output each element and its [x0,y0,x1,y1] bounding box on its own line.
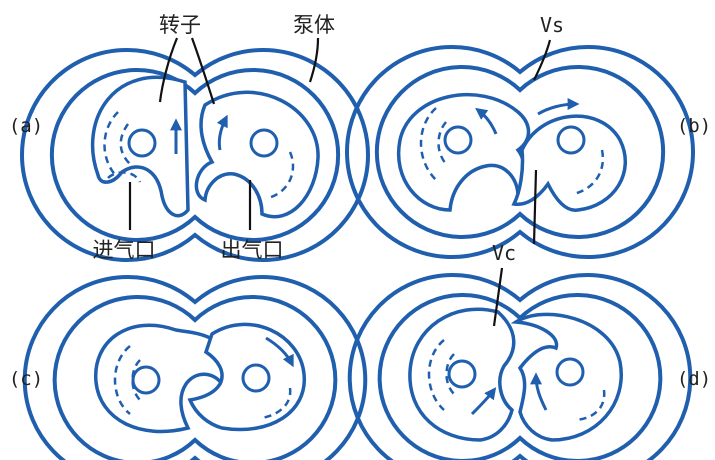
outlet-label: 出气口 [221,238,284,262]
pump-body-outline [344,45,696,259]
left-rotor-hub [443,125,473,155]
left-rotor-hidden-edge-inner [131,359,141,401]
vc-label: Vc [492,241,516,265]
left-rotor-hidden-edge [419,107,437,181]
left-rotor-hidden-edge [113,345,131,415]
panel-label-c: (c) [9,368,43,390]
panel-label-d: (d) [677,368,711,390]
right-rotor-hub [249,128,279,158]
pump-body-inner [374,65,666,239]
left-rotor-hidden-edge-inner [445,353,455,395]
right-rotor-hub [241,363,271,393]
right-rotor-arrow [265,336,294,368]
panel-d [347,267,693,460]
pump-body-label: 泵体 [293,13,335,37]
right-rotor-arrow [537,98,580,116]
right-rotor-hidden-edge [267,151,295,200]
left-rotor-hub [131,365,161,395]
left-rotor-hidden-edge-inner [437,121,447,165]
pump-body-inner [49,68,341,242]
vs-label: Vs [540,13,564,37]
pump-body-outline [22,275,368,460]
vc-leader-d [492,267,504,327]
left-rotor-hub [447,359,477,389]
right-rotor-arrow [530,372,548,411]
inlet-hidden-edge [107,171,142,183]
rotor-label: 转子 [159,13,201,37]
left-rotor-hub [127,128,157,158]
left-rotor-hidden-edge-inner [119,123,131,165]
pump-body-outline [19,48,371,262]
rotor-leader-right [190,37,216,105]
right-rotor-arrow [216,114,228,151]
panel-b [344,39,696,259]
vs-leader [533,39,552,81]
rotor-leader-left [158,37,179,103]
pump-body-inner [52,295,338,460]
right-rotor-hub [555,357,585,387]
right-rotor-hidden-edge [261,387,292,420]
left-rotor-arrow [475,107,498,135]
left-rotor-hidden-edge [427,339,445,411]
right-rotor [511,114,627,212]
panel-a [19,37,371,262]
pump-body-leader [308,37,320,83]
panel-c [22,275,368,460]
vc-leader [532,169,538,245]
inlet-label: 进气口 [93,238,156,262]
pump-body-outline [347,273,693,460]
right-rotor-hidden-edge [575,389,606,422]
right-rotor-hub [556,125,586,155]
panel-label-b: (b) [677,115,711,137]
pump-body-inner [377,293,663,460]
panel-label-a: (a) [9,115,43,137]
right-rotor-hidden-edge [573,149,605,196]
left-rotor-hidden-edge [103,111,119,179]
left-rotor-arrow [470,387,497,416]
